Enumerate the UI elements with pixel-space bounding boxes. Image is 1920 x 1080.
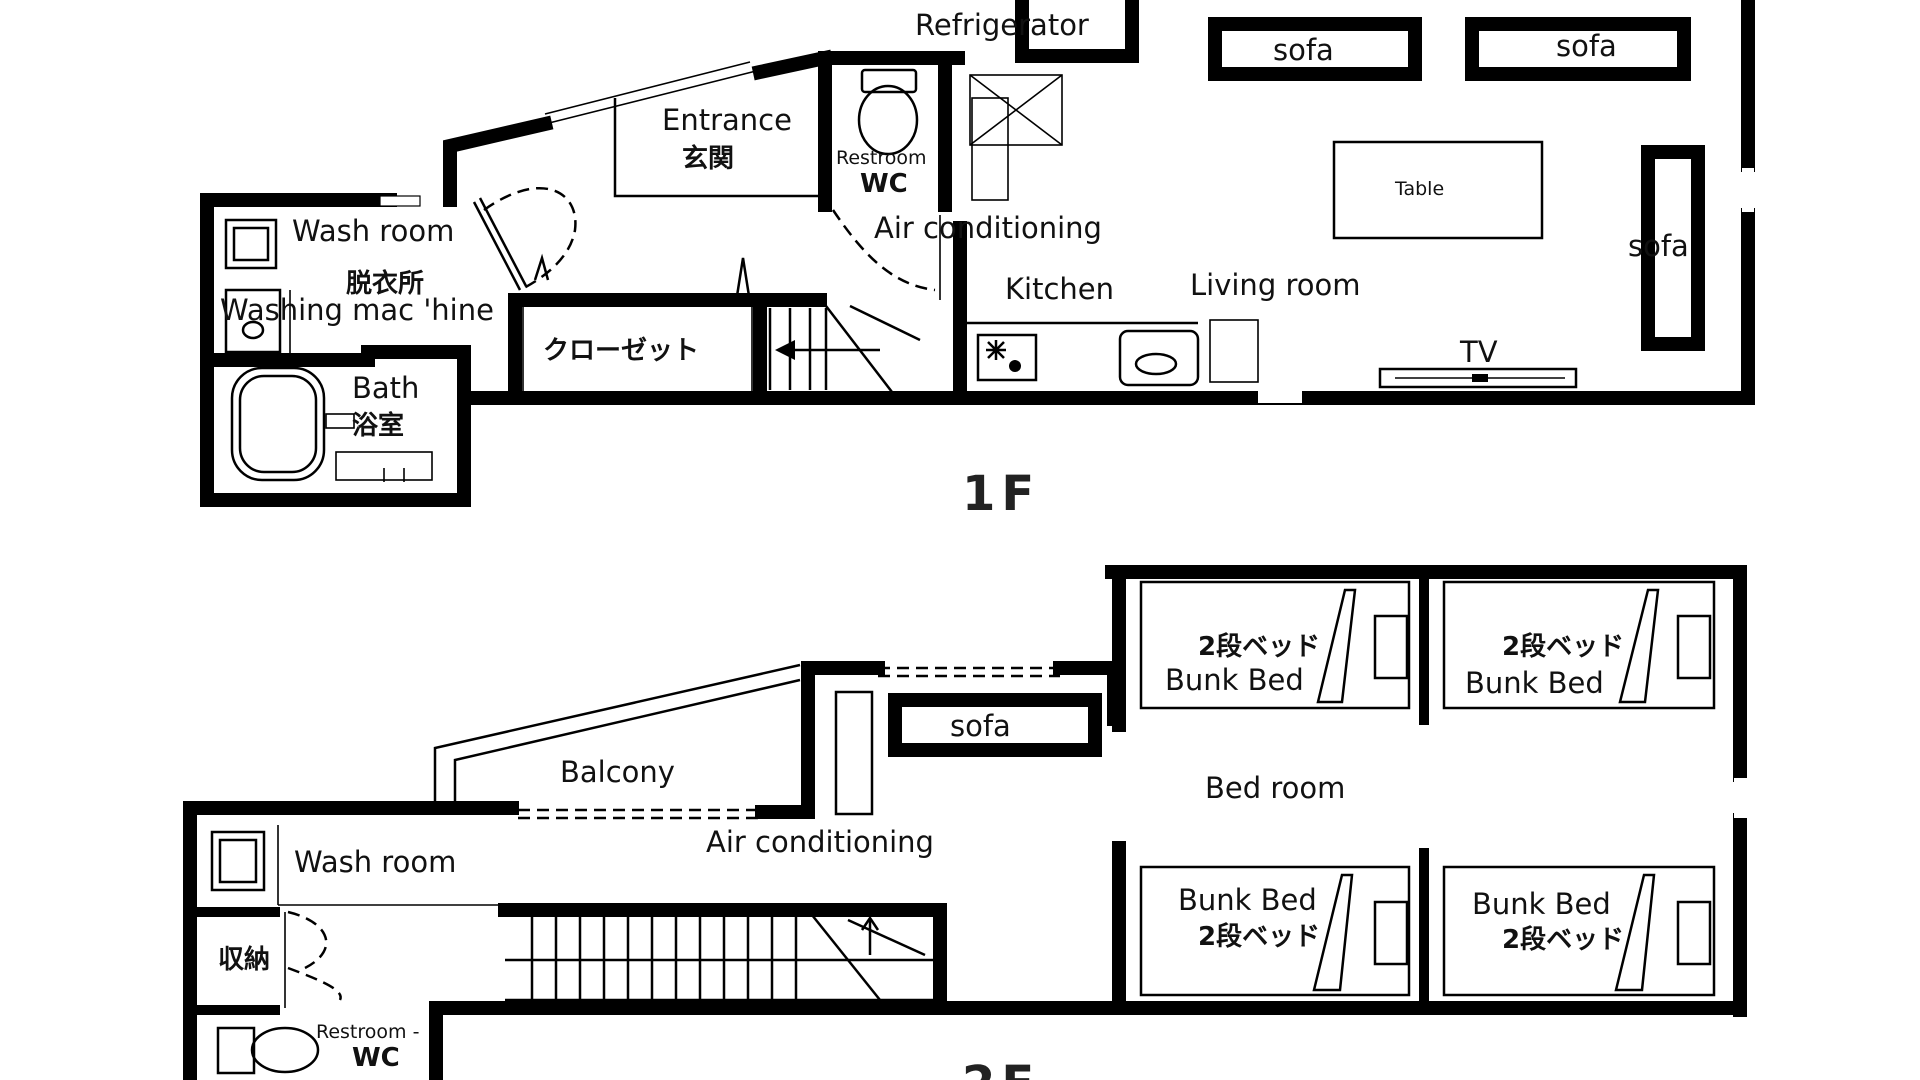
wash-room-2f-label: Wash room: [294, 845, 456, 879]
sofa-top-left-label: sofa: [1273, 33, 1334, 67]
sofa-right-label: sofa: [1628, 229, 1689, 263]
bunk-jp-label-4: 2段ベッド: [1502, 924, 1624, 955]
floor-2-openings: [518, 666, 1748, 820]
storage-label: 収納: [218, 944, 270, 975]
restroom-2f-label: Restroom -: [316, 1021, 419, 1043]
balcony-label: Balcony: [560, 755, 675, 789]
bathtub: [230, 366, 433, 482]
floor-2-walls: [183, 565, 1747, 1080]
sofa-2f-label: sofa: [950, 709, 1011, 743]
tv-stand: [1378, 367, 1578, 389]
kitchen-label: Kitchen: [1005, 272, 1114, 306]
bunk-jp-label-3: 2段ベッド: [1198, 921, 1320, 952]
entrance-jp-label: 玄関: [682, 143, 734, 174]
floor-1-plan: Refrigerator sofa sofa sofa Entrance 玄関 …: [200, 0, 1755, 522]
sofa-top-right-label: sofa: [1556, 29, 1617, 63]
bunk-beds: [1139, 580, 1716, 997]
washing-machine-label: Washing mac 'hine: [220, 293, 494, 327]
wash-room-fixtures: [224, 218, 291, 355]
floor-1-stairs: [768, 304, 921, 393]
floor-1-title: 1F: [962, 466, 1040, 522]
bunk-en-label-4: Bunk Bed: [1472, 887, 1611, 921]
sofa-top-left: [1208, 17, 1422, 81]
bunk-jp-label-1: 2段ベッド: [1198, 631, 1320, 662]
entrance-label: Entrance: [662, 103, 792, 137]
sofa-2f: [888, 693, 1102, 757]
bath-label: Bath: [352, 371, 419, 405]
refrigerator-label: Refrigerator: [915, 8, 1089, 42]
balcony: [433, 663, 801, 806]
restroom-2f-wc-label: WC: [352, 1043, 400, 1073]
tv-label: TV: [1459, 335, 1498, 369]
bunk-jp-label-2: 2段ベッド: [1502, 631, 1624, 662]
restroom-toilet: [857, 68, 919, 156]
bunk-en-label-1: Bunk Bed: [1165, 663, 1304, 697]
floor-2-utility: [210, 825, 505, 1075]
entrance-step: [613, 98, 818, 198]
sofa-top-right: [1465, 17, 1691, 81]
bath-jp-label: 浴室: [352, 410, 404, 441]
restroom-label: Restroom: [836, 147, 927, 169]
living-furniture: [1208, 17, 1705, 389]
wash-room-1f-label: Wash room: [292, 214, 454, 248]
living-room-label: Living room: [1190, 268, 1360, 302]
floor-2-labels: 2段ベッド Bunk Bed 2段ベッド Bunk Bed Bunk Bed 2…: [218, 631, 1624, 1080]
floor-1-labels: Refrigerator sofa sofa sofa Entrance 玄関 …: [220, 8, 1689, 522]
bunk-en-label-2: Bunk Bed: [1465, 666, 1604, 700]
wash-room-jp-label: 脱衣所: [346, 268, 424, 299]
air-conditioning-2f-label: Air conditioning: [706, 825, 934, 859]
floor-1-walls: [200, 0, 1755, 507]
entrance-door: [472, 186, 751, 297]
restroom-wc-label: WC: [860, 169, 908, 199]
kitchen-counter: [960, 319, 1259, 387]
refrigerator-box: [969, 74, 1063, 201]
closet-label: クローゼット: [543, 336, 699, 366]
kitchen-door: [831, 209, 941, 300]
closet: [522, 303, 753, 395]
floor-2-plan: 2段ベッド Bunk Bed 2段ベッド Bunk Bed Bunk Bed 2…: [183, 565, 1748, 1080]
floor-2-furniture: [834, 690, 1102, 816]
bunk-en-label-3: Bunk Bed: [1178, 883, 1317, 917]
air-conditioning-1f-label: Air conditioning: [874, 211, 1102, 245]
floor-2-title: 2F: [962, 1056, 1040, 1080]
floor-2-stairs: [505, 914, 940, 1002]
sofa-right: [1641, 145, 1705, 351]
table-label: Table: [1394, 178, 1444, 200]
table-rect: [1332, 140, 1544, 240]
bed-room-label: Bed room: [1205, 771, 1345, 805]
ac-unit-2f: [834, 690, 874, 816]
floor-1-openings: [379, 61, 1754, 403]
